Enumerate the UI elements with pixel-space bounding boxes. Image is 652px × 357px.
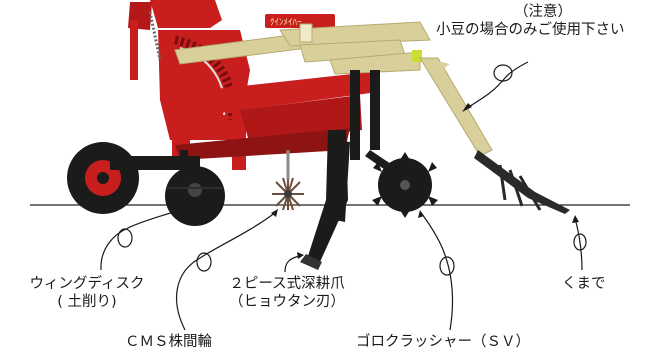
note-title: （注意） [514, 4, 572, 20]
note-text: 小豆の場合のみご使用下さい [436, 22, 625, 38]
kumade-rake [419, 57, 570, 214]
brand-logo: ｸｲﾝﾒｲﾊｰ [270, 17, 302, 28]
note-arrow [462, 61, 529, 112]
callout-leaders [100, 206, 587, 331]
winged-disc-label-1: ウィングディスク [29, 276, 145, 292]
beige-linkage [174, 21, 431, 75]
goro-crusher-label: ゴロクラッシャー（ＳＶ） [356, 334, 530, 350]
gauge-wheel [67, 142, 200, 214]
goro-crusher-disc [365, 150, 438, 218]
two-piece-claw-label-1: ２ピース式深耕爪 [229, 276, 345, 292]
cms-star-wheel [272, 150, 304, 211]
cms-wheel-label: ＣＭＳ株間輪 [125, 334, 212, 350]
winged-disc-label-2: ( 土削り) [57, 294, 117, 310]
kumade-label: くまで [562, 276, 606, 292]
black-shanks [300, 70, 380, 270]
two-piece-claw-label-2: （ヒョウタン刃） [229, 294, 345, 310]
